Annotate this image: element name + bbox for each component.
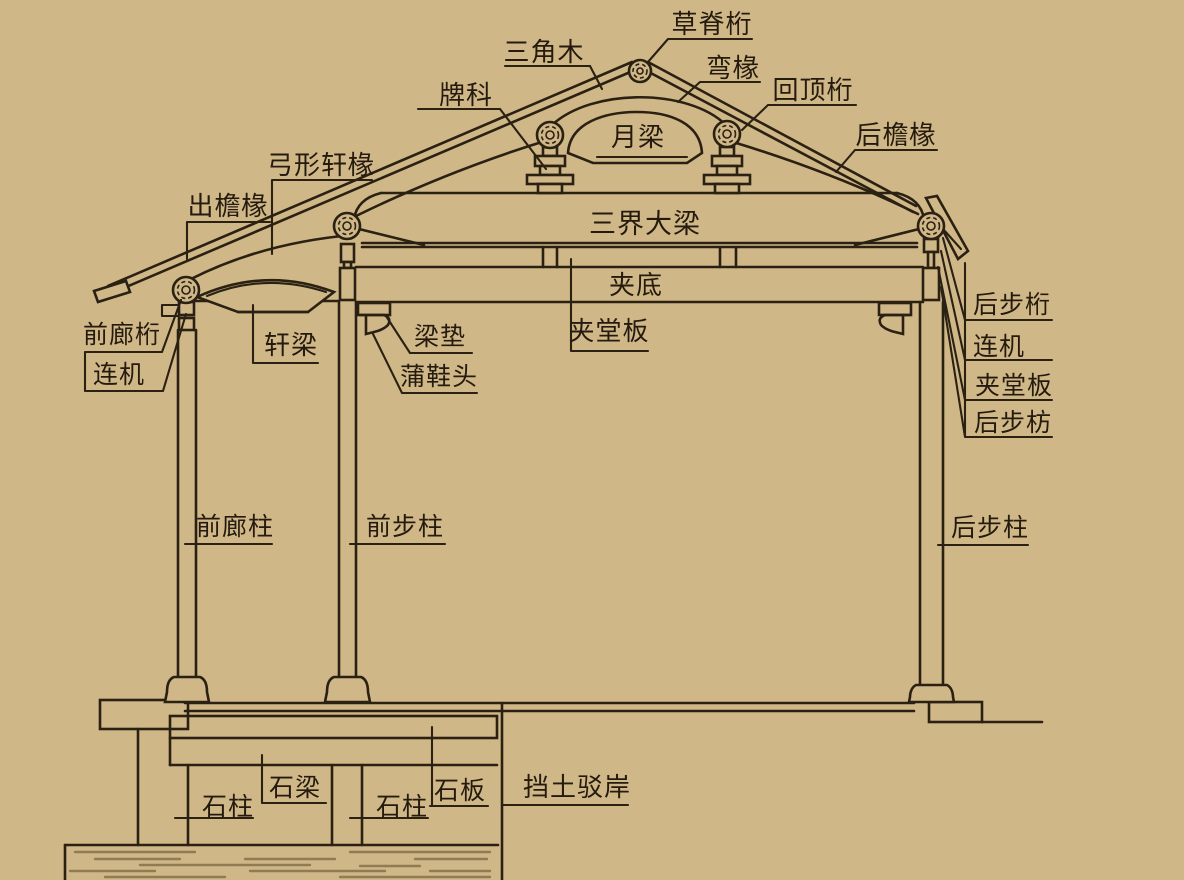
paike-brackets (525, 145, 752, 195)
rear-lianji-block (922, 237, 940, 254)
rear-step-column-base (907, 683, 956, 704)
leader-lines (83, 37, 1054, 820)
right-roofline-lower (643, 68, 915, 214)
great-beam-right-wedge (853, 227, 921, 247)
label-puxietou: 蒲鞋头 (400, 362, 478, 391)
front-step-lianji-block (339, 242, 356, 264)
rear-jiatang-board-piece (926, 250, 936, 270)
front-porch-column-base (163, 675, 211, 704)
moon-beam-body (566, 110, 704, 165)
left-roofline-upper (106, 60, 634, 288)
label-triangle-wood: 三角木 (503, 38, 584, 68)
label-front-porch-purlin: 前廊桁 (83, 320, 161, 349)
porch-xuan-area (160, 278, 341, 318)
label-stone-beam: 石梁 (269, 773, 321, 802)
label-rear-step-purlin: 后步桁 (973, 290, 1051, 319)
front-porch-purlin-circle (171, 275, 201, 305)
moon-beam-group (566, 110, 704, 165)
short-posts (541, 245, 738, 269)
rear-puxietou-bracket (878, 313, 911, 336)
right-roofline-upper (646, 60, 918, 208)
label-retaining-embankment: 挡土驳岸 (523, 773, 631, 803)
front-beam-pad (356, 301, 392, 317)
front-step-column-base (323, 675, 372, 704)
stone-slab-hatched (168, 714, 499, 740)
label-front-lianji: 连机 (93, 360, 145, 389)
label-bow-xuan-rafter: 弓形轩椽 (267, 151, 375, 181)
label-bent-rafter: 弯椽 (706, 54, 760, 84)
label-rear-eave-rafter: 后檐椽 (855, 121, 936, 151)
bow-xuan-rafter-arc (189, 233, 354, 281)
roof-lines (92, 60, 970, 304)
xuan-beam-lens-inner (205, 281, 328, 298)
label-front-step-column: 前步柱 (366, 512, 444, 541)
sanjie-great-beam-group (352, 191, 926, 249)
label-ridge-purlin: 草脊桁 (671, 10, 752, 40)
stone-platform (63, 698, 1044, 880)
rear-step-fang-block (921, 266, 941, 302)
label-stone-slab: 石板 (434, 776, 486, 805)
label-sanjie-great-beam: 三界大梁 (589, 209, 701, 240)
label-beam-pad: 梁垫 (414, 322, 466, 351)
left-roof-curve (354, 139, 547, 218)
edge-stone-block (98, 698, 190, 731)
front-step-purlin-circle (332, 211, 362, 241)
label-jiadi: 夹底 (609, 271, 663, 301)
rear-roof-curve (731, 140, 920, 216)
label-protruding-eave-rafter: 出檐椽 (187, 192, 268, 222)
rear-beam-pad (877, 301, 913, 317)
front-step-column-group (323, 242, 372, 704)
great-beam-left-wedge (357, 227, 426, 247)
label-rear-step-fang: 后步枋 (974, 408, 1052, 437)
label-xuan-beam: 轩梁 (264, 331, 318, 361)
eave-rafter-tip (92, 279, 132, 304)
bent-rafter-arc (550, 96, 728, 127)
left-roofline-lower (110, 68, 637, 295)
rear-stone-footing (927, 700, 984, 724)
right-paike (702, 145, 752, 195)
front-step-fang-block (338, 266, 357, 302)
mid-bands (354, 245, 925, 336)
label-stone-column-mid: 石柱 (376, 792, 428, 821)
front-porch-column-group (163, 300, 211, 704)
label-moon-beam: 月梁 (611, 123, 665, 153)
label-paike-bracket: 牌科 (439, 81, 493, 111)
label-huiding-purlin: 回顶桁 (772, 76, 853, 106)
label-front-porch-column: 前廊柱 (196, 512, 274, 541)
label-stone-column-front: 石柱 (202, 792, 254, 821)
label-rear-jiatang-board: 夹堂板 (975, 371, 1053, 400)
ridge-purlin-circle (627, 58, 653, 84)
rear-rafter-tail (924, 194, 970, 261)
purlins (171, 58, 946, 305)
label-rear-step-column: 后步柱 (951, 513, 1029, 542)
right-huiding-purlin-circle (712, 119, 742, 149)
rear-step-column-group (907, 237, 956, 704)
left-huiding-purlin-circle (535, 120, 565, 150)
rear-step-purlin-circle (916, 211, 946, 241)
label-mid-jiatang-board: 夹堂板 (568, 317, 649, 347)
label-rear-lianji: 连机 (973, 332, 1025, 361)
labels: 草脊桁 三角木 弯椽 回顶桁 牌科 月梁 后檐椽 弓形轩椽 出檐椽 前廊桁 连机… (83, 10, 1053, 821)
water-lines (68, 850, 492, 879)
